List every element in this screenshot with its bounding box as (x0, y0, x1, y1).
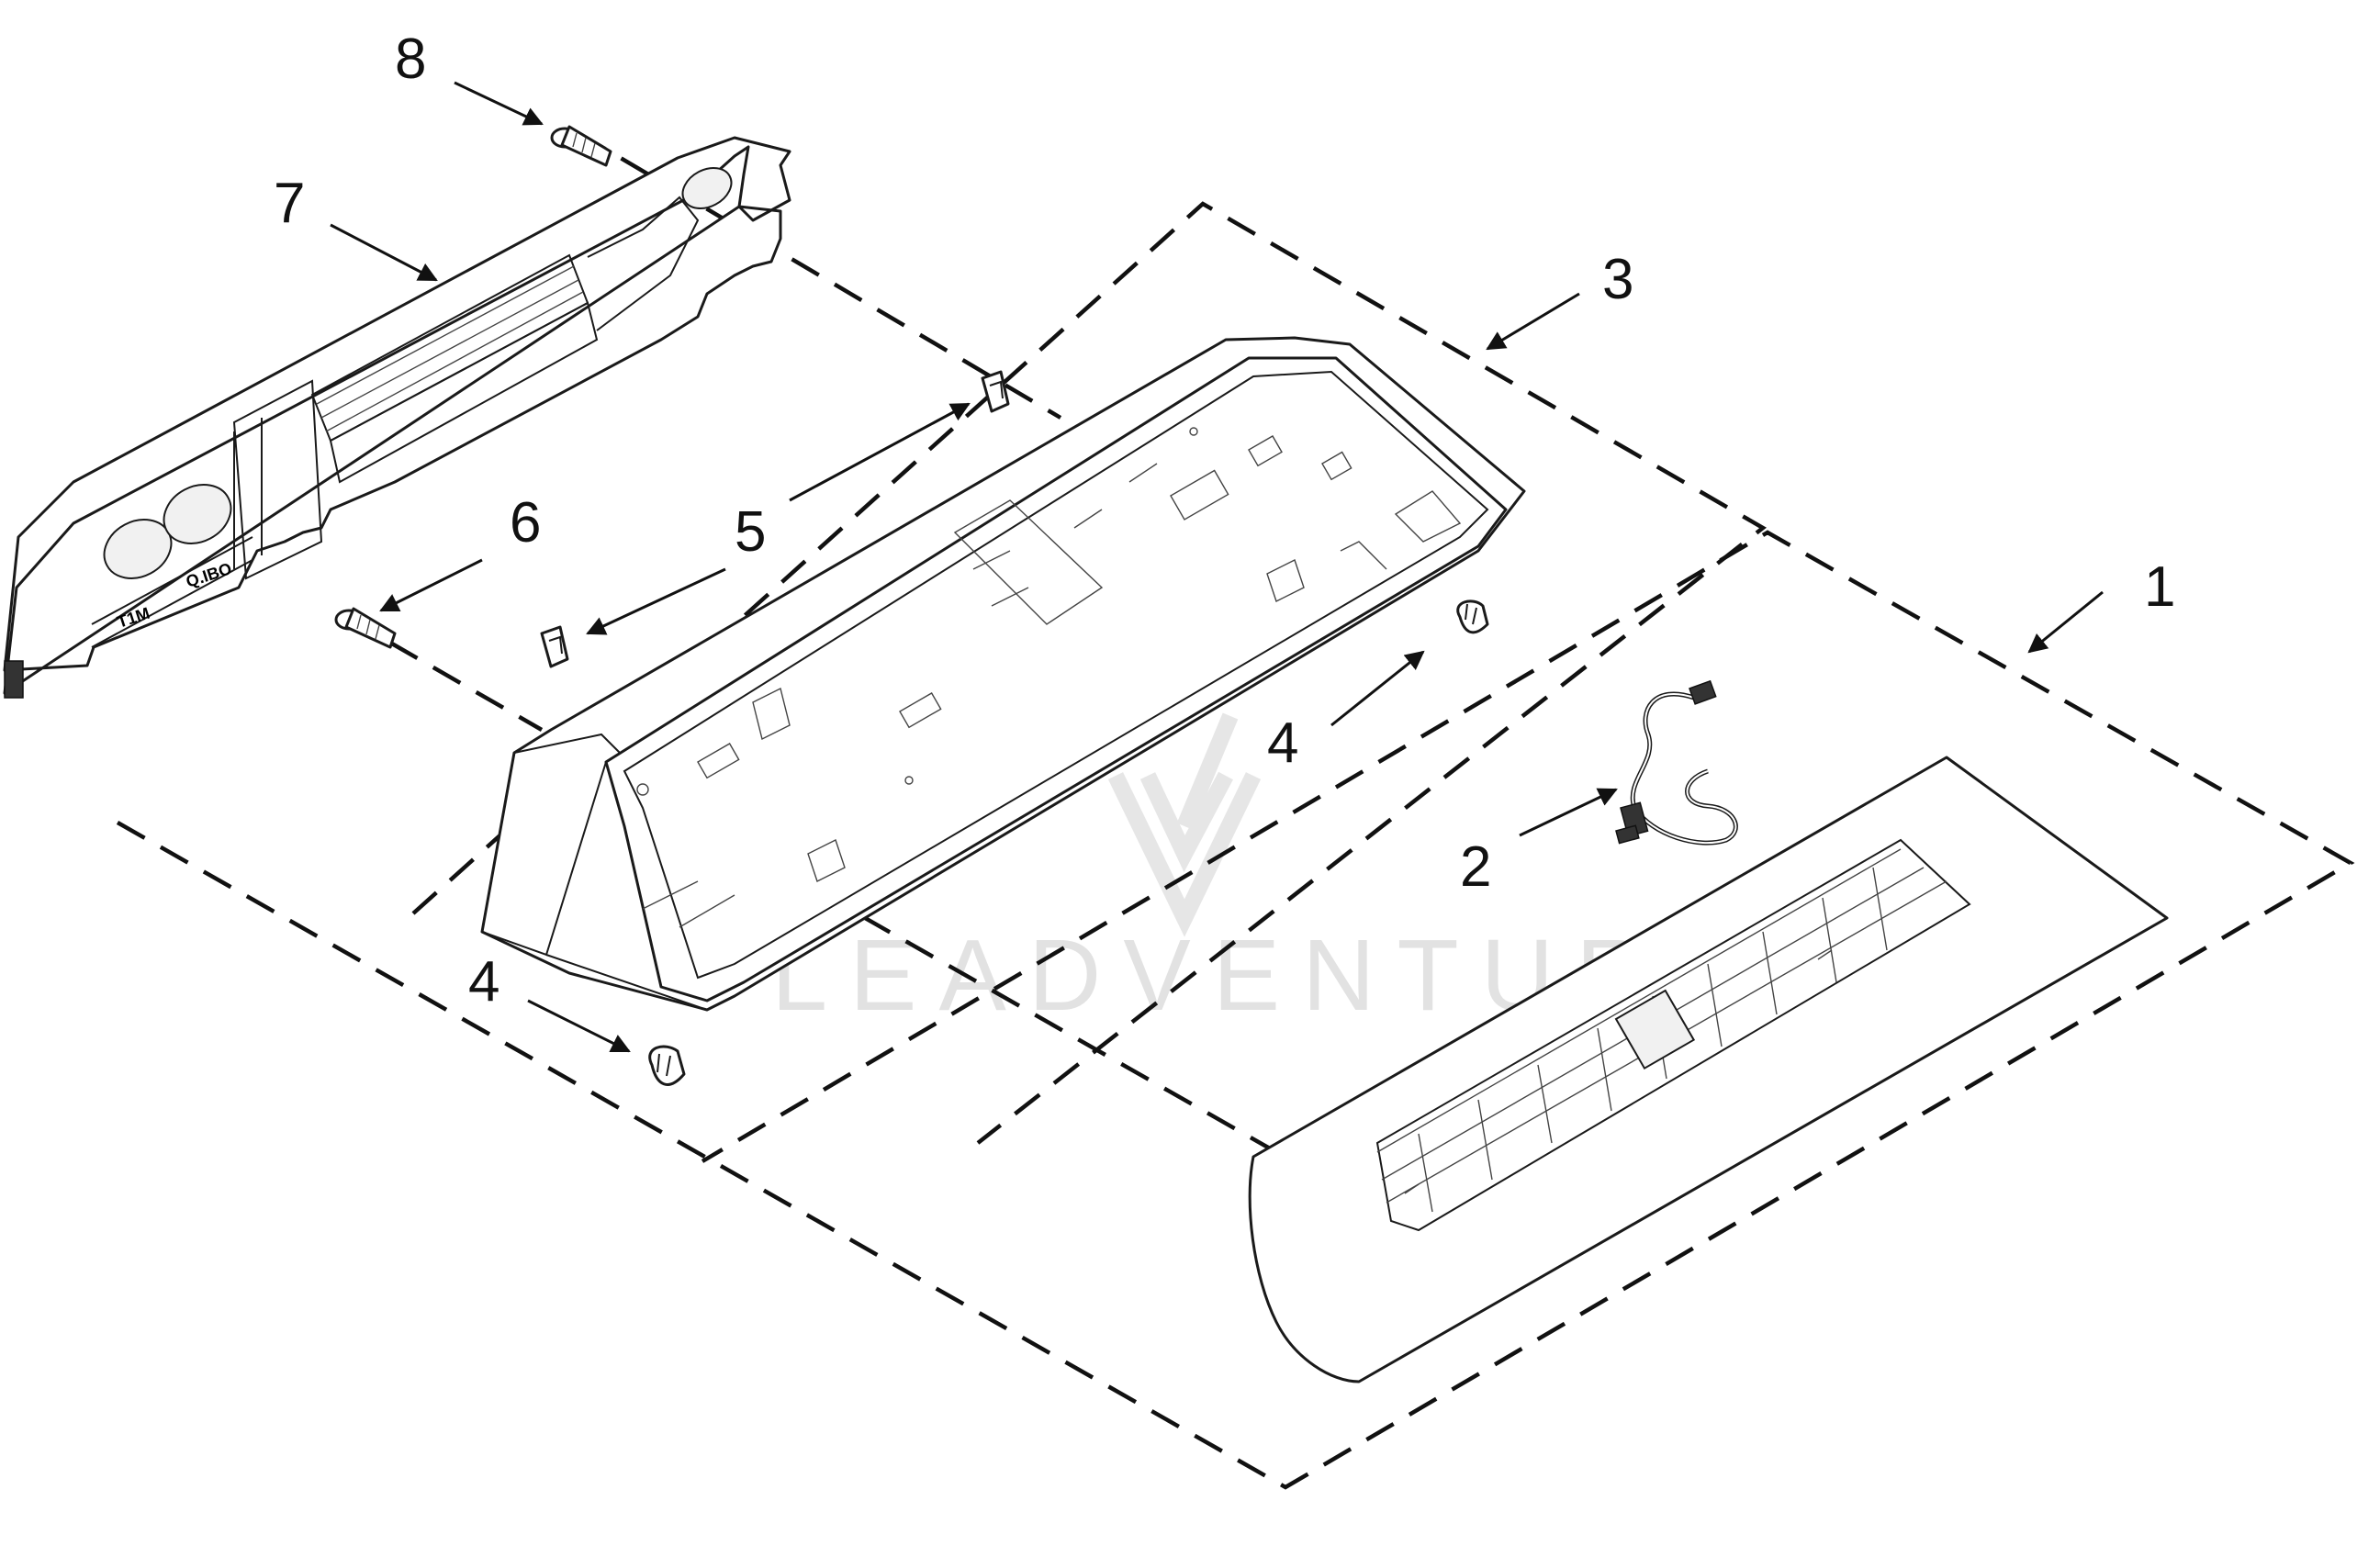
callout-labels: 1 2 3 4 4 5 6 7 8 (274, 28, 2175, 1014)
callout-2: 2 (1460, 835, 1491, 899)
callout-6: 6 (510, 491, 541, 554)
leaders (330, 81, 2104, 1053)
callout-5: 5 (735, 500, 766, 564)
clip-part-4-left (648, 1045, 686, 1086)
assembly-boundary-1 (116, 530, 2355, 1490)
control-panel-part-1 (1248, 756, 2169, 1383)
screw-part-6 (334, 607, 397, 649)
console-housing-part-3 (480, 336, 1526, 1012)
callout-1: 1 (2144, 555, 2175, 619)
clip-part-4-right (1456, 599, 1489, 634)
screw-part-8 (550, 125, 612, 167)
callout-8: 8 (395, 28, 426, 91)
clip-part-5 (540, 370, 1010, 668)
callout-7: 7 (274, 172, 305, 235)
rear-panel-part-7: T1M Q.IBO (3, 136, 791, 699)
callout-3: 3 (1602, 248, 1633, 311)
wire-harness-part-2 (1615, 679, 1738, 846)
assembly-boundary-3 (411, 201, 1768, 1145)
callout-4-left: 4 (468, 950, 499, 1014)
callout-4-right: 4 (1267, 711, 1298, 775)
